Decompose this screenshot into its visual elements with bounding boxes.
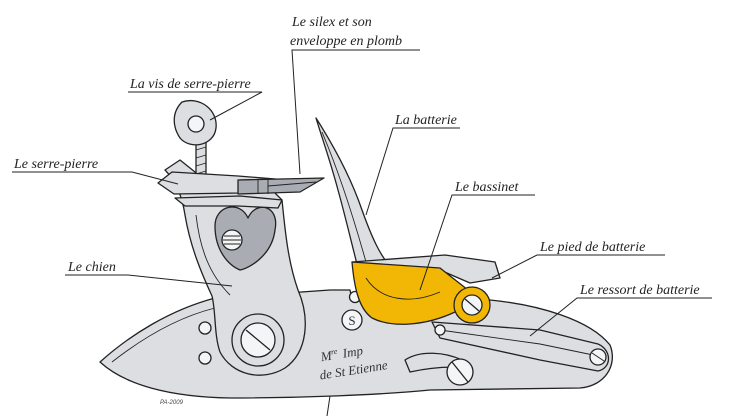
leader-batterie — [365, 127, 460, 216]
leader-ressort — [529, 297, 712, 337]
label-pied: Le pied de batterie — [539, 240, 645, 255]
frizzen — [315, 117, 391, 269]
leader-pied — [491, 254, 665, 279]
flint-edge — [267, 181, 317, 187]
label-chien: Le chien — [67, 260, 116, 275]
lower-jaw — [174, 195, 283, 209]
leader-silex — [291, 49, 420, 175]
side-nail-upper — [198, 321, 212, 335]
spring-pin — [434, 324, 446, 336]
leader-bassinet — [419, 194, 535, 291]
label-bassinet: Le bassinet — [454, 180, 520, 195]
pan-cavity — [365, 277, 441, 300]
frizzen-foot-screw-slot — [464, 298, 480, 312]
label-ressort: Le ressort de batterie — [579, 283, 700, 298]
leader-plate — [326, 395, 331, 416]
jaw-screw-eye — [187, 115, 205, 133]
label-vis: La vis de serre-pierre — [129, 77, 251, 92]
frizzen-face-line — [321, 131, 367, 263]
stamp-circle — [341, 309, 363, 331]
frizzen-spring — [431, 321, 610, 372]
lead-wrap — [237, 178, 269, 194]
label-silex-line1: Le silex et son — [291, 15, 372, 30]
flint — [237, 177, 325, 195]
jaw-screw-thread — [195, 146, 207, 175]
plate-bevel-line — [111, 307, 216, 363]
engraving-m: M — [319, 348, 334, 365]
label-batterie: La batterie — [394, 113, 457, 128]
engraving-imp: Imp — [341, 343, 365, 361]
signature: PA-2009 — [160, 400, 184, 406]
hammer-hole — [214, 206, 277, 271]
frizzen-spring-leaf — [439, 329, 599, 357]
label-silex-line2: enveloppe en plomb — [290, 34, 402, 49]
tumbler-screw-slot — [245, 329, 271, 351]
frizzen-spring-screw-slot — [591, 352, 605, 362]
engraving-sup: re — [330, 347, 338, 357]
leader-chien — [65, 274, 233, 287]
side-nail-lower — [198, 351, 212, 365]
label-serre-pierre: Le serre-pierre — [13, 157, 98, 172]
hammer-inner-screw-thread — [223, 235, 241, 245]
hammer-neck-line — [195, 214, 231, 296]
stamp-letter: S — [348, 313, 355, 328]
leader-serre-pierre — [12, 171, 179, 185]
lower-screw-slot — [451, 361, 469, 383]
leader-vis — [128, 91, 263, 121]
pan — [351, 261, 469, 325]
